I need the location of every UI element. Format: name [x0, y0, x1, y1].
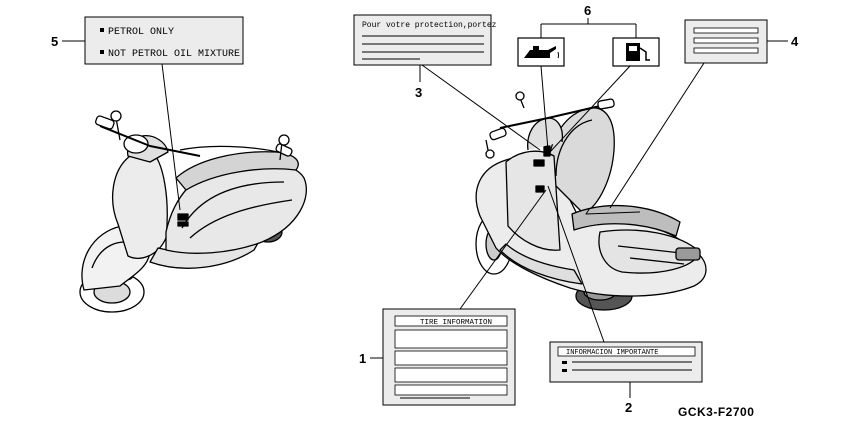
diagram-code: GCK3-F2700	[678, 405, 754, 419]
callout-6: 6	[584, 3, 591, 18]
oil-can-icon	[517, 37, 565, 67]
left-scooter-illustration	[79, 110, 307, 313]
petrol-only-text: PETROL ONLY	[108, 27, 174, 38]
tire-information-label: TIRE INFORMATION	[382, 308, 516, 406]
callout-4: 4	[791, 34, 799, 49]
petrol-only-label: PETROL ONLY NOT PETROL OIL MIXTURE	[84, 16, 244, 65]
callout-5: 5	[51, 34, 58, 49]
protection-text: Pour votre protection,portez	[362, 21, 497, 30]
callout-1: 1	[359, 351, 366, 366]
tire-information-text: TIRE INFORMATION	[420, 319, 492, 327]
protection-warning-label: Pour votre protection,portez	[353, 14, 497, 66]
fuel-pump-icon	[612, 37, 660, 67]
right-scooter-illustration	[475, 91, 707, 311]
callout-2: 2	[625, 400, 632, 415]
not-petrol-text: NOT PETROL OIL MIXTURE	[108, 49, 240, 60]
informacion-importante-label: INFORMACION IMPORTANTE	[549, 341, 703, 383]
informacion-importante-text: INFORMACION IMPORTANTE	[566, 349, 658, 357]
callout-3: 3	[415, 85, 422, 100]
generic-warning-label-4	[684, 19, 768, 64]
